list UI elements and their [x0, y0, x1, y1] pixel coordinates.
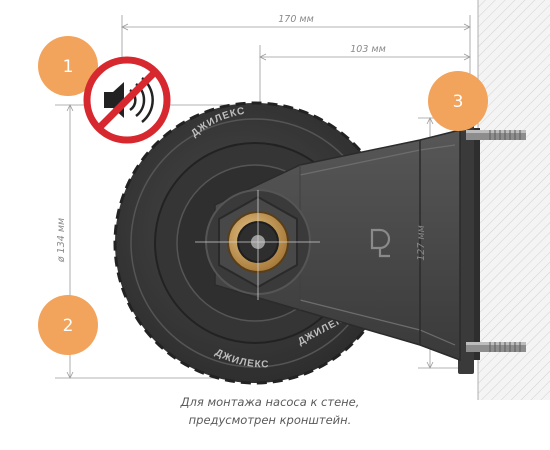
marker-1-label: 1 — [63, 57, 74, 77]
marker-2-label: 2 — [63, 316, 74, 336]
wall — [477, 0, 550, 400]
dim-overall-width: 170 мм — [278, 14, 314, 25]
bolt-bottom — [466, 342, 526, 352]
caption-line-2: предусмотрен кронштейн. — [188, 413, 352, 427]
wall-plate — [458, 112, 526, 374]
dim-bracket-height: 127 мм — [416, 225, 427, 261]
marker-2: 2 — [38, 295, 98, 355]
no-sound-sign-icon — [83, 56, 171, 144]
marker-3-label: 3 — [453, 92, 464, 112]
marker-1: 1 — [38, 36, 98, 96]
dim-wheel-diameter: ø 134 мм — [56, 218, 67, 263]
caption: Для монтажа насоса к стене, предусмотрен… — [130, 393, 410, 429]
bolt-top — [466, 130, 526, 140]
brand-logo — [370, 228, 391, 258]
mounting-bracket — [214, 129, 461, 362]
dim-axis-to-wall: 103 мм — [350, 44, 386, 55]
center-axis — [195, 190, 320, 300]
marker-3: 3 — [428, 71, 488, 131]
caption-line-1: Для монтажа насоса к стене, — [180, 395, 360, 409]
